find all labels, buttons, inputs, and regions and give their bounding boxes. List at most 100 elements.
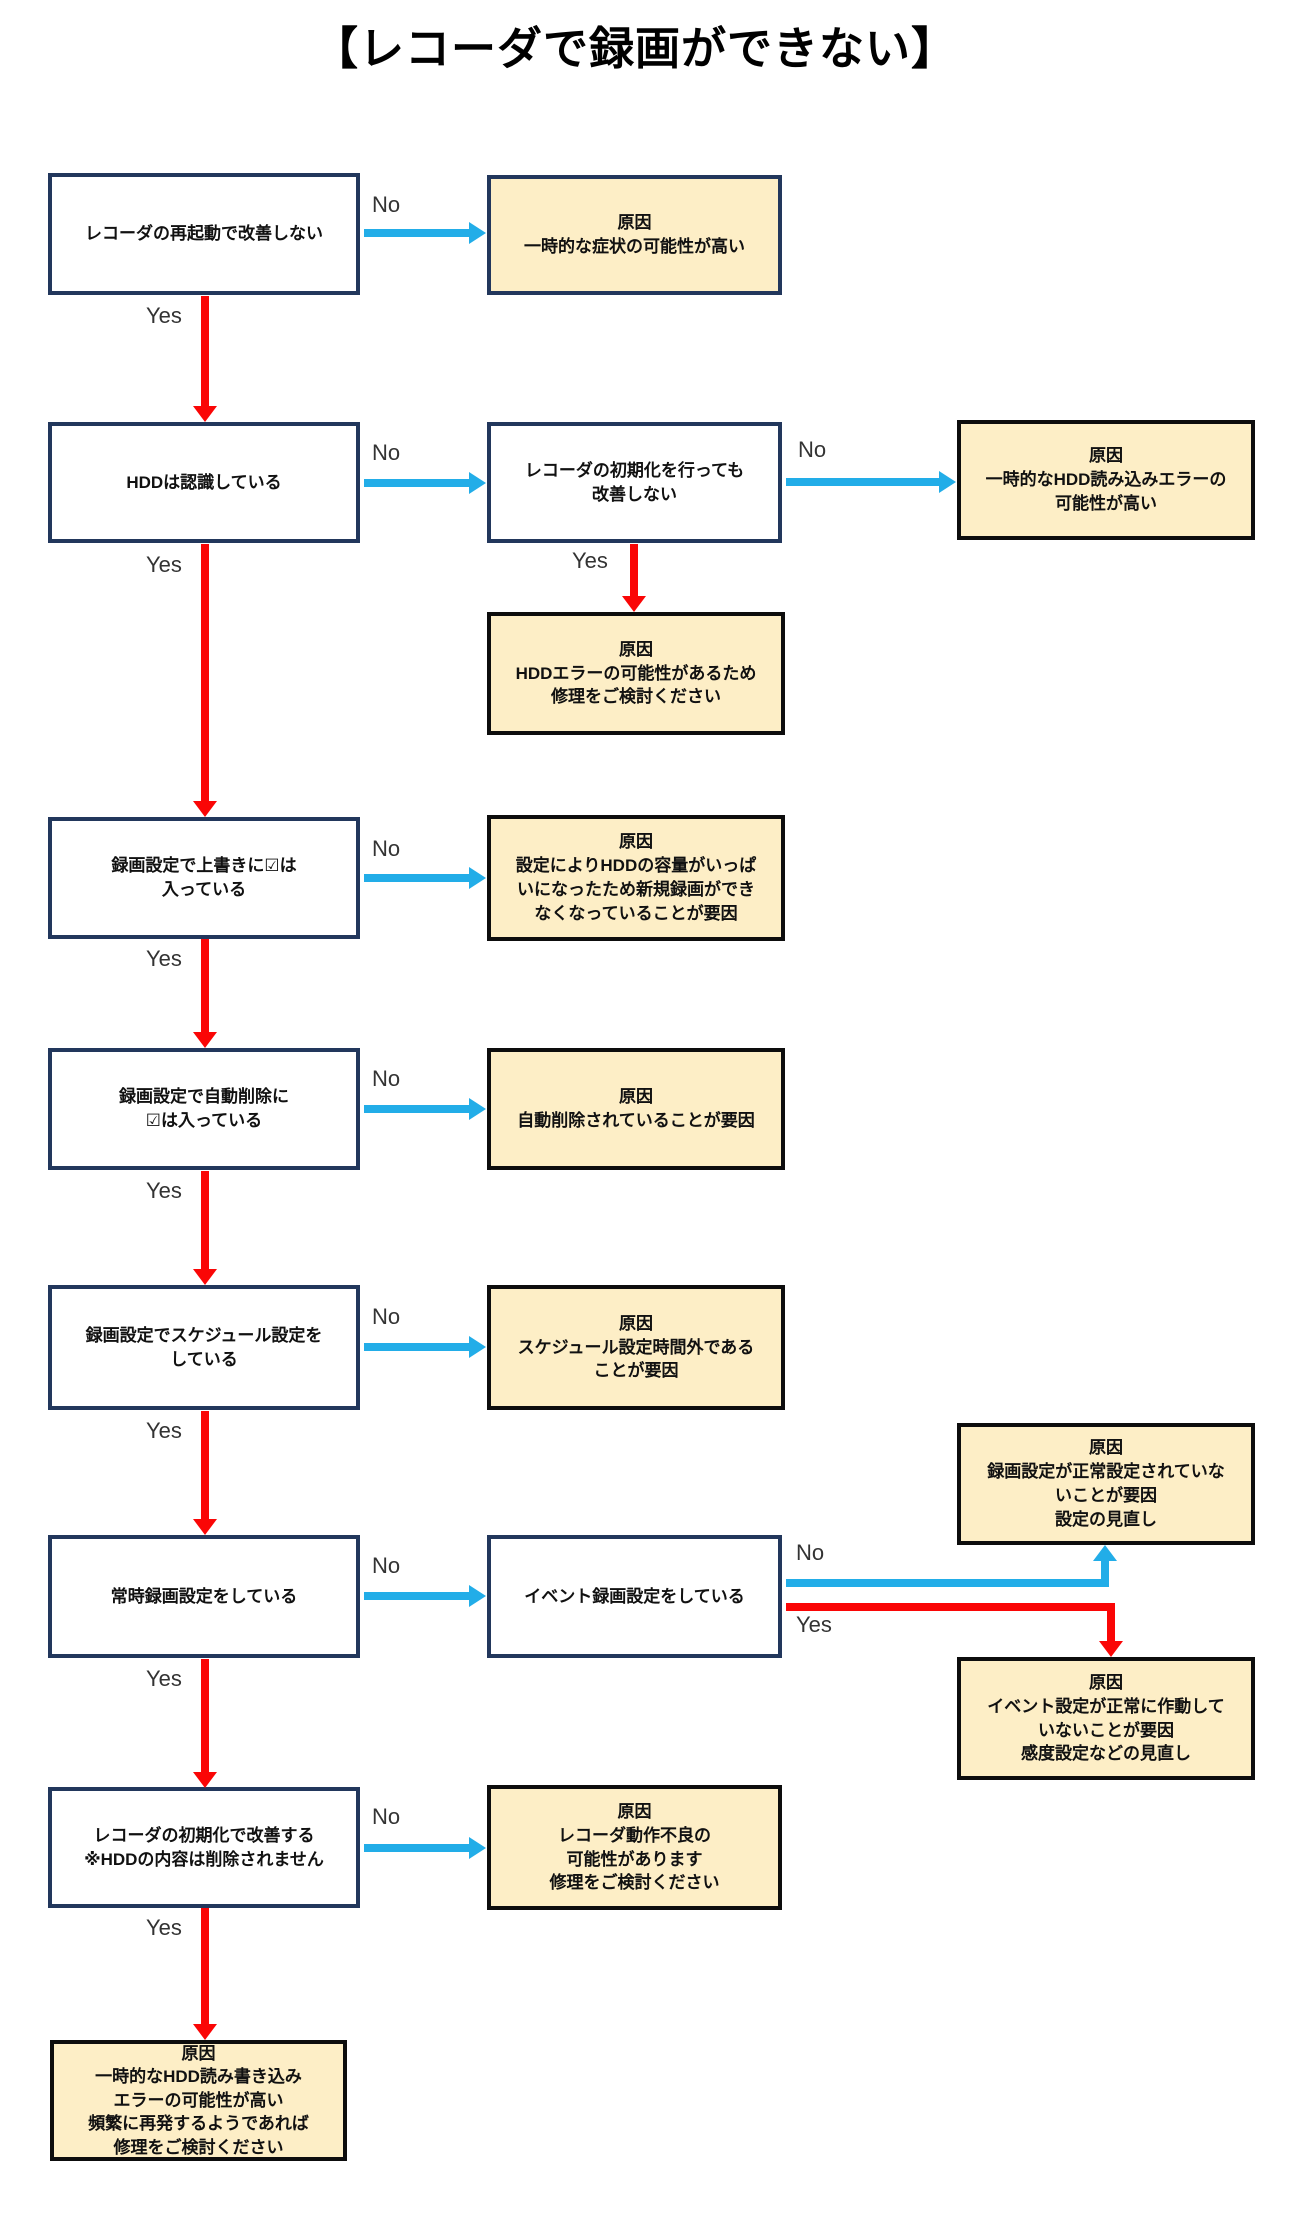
arrow-yes-q6b-c6b-head — [1099, 1641, 1123, 1657]
arrow-yes-q3-q4 — [201, 939, 209, 1032]
label-yes-q6: Yes — [146, 1666, 182, 1691]
arrow-no-q3-c3 — [364, 874, 469, 882]
label-yes-q5: Yes — [146, 1418, 182, 1443]
cause-recording-settings-invalid-line1: 原因 — [1089, 1438, 1123, 1458]
question-autodelete-checked-line2: ☑は入っている — [145, 1111, 263, 1130]
arrow-no-q5-c5 — [364, 1343, 469, 1351]
cause-recorder-malfunction-line1: 原因 — [617, 1801, 652, 1821]
label-yes-q3: Yes — [146, 946, 182, 971]
arrow-yes-q7-c8 — [201, 1908, 209, 2024]
question-autodelete-checked: 録画設定で自動削除に ☑は入っている — [48, 1048, 360, 1170]
arrow-yes-q2-q3 — [201, 544, 209, 801]
cause-recorder-malfunction-line2: レコーダ動作不良の — [558, 1825, 711, 1845]
label-yes-q7: Yes — [146, 1915, 182, 1940]
cause-hdd-error-repair-line3: 修理をご検討ください — [551, 687, 721, 707]
cause-recording-settings-invalid: 原因 録画設定が正常設定されていな いことが要因 設定の見直し — [957, 1423, 1255, 1545]
question-restart-no-improve: レコーダの再起動で改善しない — [48, 173, 360, 295]
label-no-q1: No — [372, 192, 401, 217]
cause-hdd-full-line4: なくなっていることが要因 — [534, 903, 738, 923]
arrow-yes-q4-q5 — [201, 1171, 209, 1269]
question-hdd-recognized-text: HDDは認識している — [126, 472, 282, 492]
question-event-recording: イベント録画設定をしている — [487, 1535, 782, 1658]
label-yes-q2: Yes — [146, 552, 182, 577]
cause-event-settings-not-working-line1: 原因 — [1089, 1672, 1123, 1692]
cause-hdd-error-repair-line1: 原因 — [619, 639, 653, 659]
cause-hdd-error-repair-line2: HDDエラーの可能性があるため — [515, 663, 757, 683]
page-title: 【レコーダで録画ができない】 — [312, 23, 957, 74]
arrow-no-q2b-c2 — [786, 478, 939, 486]
question-continuous-recording: 常時録画設定をしている — [48, 1535, 360, 1658]
cause-recording-settings-invalid-line2: 録画設定が正常設定されていな — [987, 1462, 1225, 1482]
cause-hdd-full-line2: 設定によりHDDの容量がいっぱ — [515, 856, 757, 876]
cause-temporary-hdd-read-error: 原因 一時的なHDD読み込みエラーの 可能性が高い — [957, 420, 1255, 540]
cause-temporary-symptom: 原因 一時的な症状の可能性が高い — [487, 175, 782, 295]
arrow-no-q4-c4 — [364, 1105, 469, 1113]
label-no-q6b: No — [796, 1540, 825, 1565]
question-init-no-improve: レコーダの初期化を行っても 改善しない — [487, 422, 782, 543]
cause-temporary-rw-error-line3: エラーの可能性が高い — [113, 2090, 284, 2110]
question-continuous-recording-text: 常時録画設定をしている — [110, 1586, 298, 1606]
arrow-yes-q6b-c6b-vseg — [1107, 1603, 1115, 1641]
cause-recording-settings-invalid-line3: いことが要因 — [1055, 1486, 1157, 1505]
cause-temporary-rw-error-line1: 原因 — [181, 2043, 216, 2063]
question-overwrite-checked-line2: 入っている — [161, 880, 247, 899]
question-init-improves-line2: ※HDDの内容は削除されません — [84, 1849, 324, 1869]
arrow-no-q1-c1 — [364, 229, 469, 237]
cause-temporary-rw-error: 原因 一時的なHDD読み書き込み エラーの可能性が高い 頻繁に再発するようであれ… — [50, 2040, 347, 2161]
arrow-no-q6b-c6a-hseg — [786, 1579, 1109, 1587]
question-schedule-set-line1: 録画設定でスケジュール設定を — [85, 1325, 323, 1345]
cause-outside-schedule-line3: ことが要因 — [593, 1361, 679, 1381]
cause-temporary-hdd-read-error-line2: 一時的なHDD読み込みエラーの — [985, 470, 1227, 490]
arrow-yes-q6-q7 — [201, 1659, 209, 1772]
label-no-q2b: No — [798, 437, 827, 462]
cause-event-settings-not-working-line4: 感度設定などの見直し — [1021, 1744, 1191, 1764]
cause-temporary-hdd-read-error-line1: 原因 — [1089, 446, 1123, 466]
question-init-improves: レコーダの初期化で改善する ※HDDの内容は削除されません — [48, 1787, 360, 1908]
arrow-yes-q2b-c2b — [630, 544, 638, 596]
label-yes-q6b: Yes — [796, 1612, 832, 1637]
question-schedule-set: 録画設定でスケジュール設定を している — [48, 1285, 360, 1410]
cause-hdd-error-repair: 原因 HDDエラーの可能性があるため 修理をご検討ください — [487, 612, 785, 735]
arrow-no-q6b-c6a-head — [1093, 1545, 1117, 1561]
label-no-q5: No — [372, 1304, 401, 1329]
question-init-no-improve-line2: 改善しない — [592, 484, 677, 504]
arrow-no-q7-c7 — [364, 1844, 469, 1852]
cause-temporary-rw-error-line2: 一時的なHDD読み書き込み — [95, 2067, 302, 2087]
label-yes-q4: Yes — [146, 1178, 182, 1203]
cause-event-settings-not-working: 原因 イベント設定が正常に作動して いないことが要因 感度設定などの見直し — [957, 1657, 1255, 1780]
cause-outside-schedule-line1: 原因 — [619, 1313, 653, 1333]
cause-temporary-rw-error-line5: 修理をご検討ください — [113, 2137, 284, 2157]
cause-temporary-symptom-line1: 原因 — [617, 213, 652, 233]
question-restart-no-improve-text: レコーダの再起動で改善しない — [85, 224, 323, 244]
arrow-yes-q6b-c6b-hseg — [786, 1603, 1115, 1611]
question-overwrite-checked: 録画設定で上書きに☑は 入っている — [48, 817, 360, 939]
question-init-no-improve-line1: レコーダの初期化を行っても — [524, 460, 745, 480]
arrow-no-q6b-c6a-vseg — [1101, 1561, 1109, 1587]
cause-outside-schedule-line2: スケジュール設定時間外である — [517, 1337, 755, 1357]
label-yes-q1: Yes — [146, 303, 182, 328]
arrow-no-q6-q6b — [364, 1592, 469, 1600]
cause-hdd-full-line1: 原因 — [619, 832, 653, 852]
label-no-q7: No — [372, 1804, 401, 1829]
cause-temporary-rw-error-line4: 頻繁に再発するようであれば — [88, 2114, 309, 2134]
cause-recording-settings-invalid-line4: 設定の見直し — [1055, 1509, 1157, 1529]
label-no-q6: No — [372, 1553, 401, 1578]
question-event-recording-text: イベント録画設定をしている — [524, 1586, 745, 1606]
label-no-q3: No — [372, 836, 401, 861]
question-hdd-recognized: HDDは認識している — [48, 422, 360, 543]
cause-hdd-full: 原因 設定によりHDDの容量がいっぱ いになったため新規録画ができ なくなってい… — [487, 815, 785, 941]
cause-auto-deleted-line2: 自動削除されていることが要因 — [517, 1111, 755, 1130]
arrow-yes-q5-q6 — [201, 1411, 209, 1519]
label-yes-q2b: Yes — [572, 548, 608, 573]
cause-temporary-symptom-line2: 一時的な症状の可能性が高い — [524, 237, 745, 256]
label-no-q4: No — [372, 1066, 401, 1091]
arrow-no-q2-q2b — [364, 479, 469, 487]
question-overwrite-checked-line1: 録画設定で上書きに☑は — [111, 856, 297, 876]
cause-event-settings-not-working-line3: いないことが要因 — [1038, 1720, 1174, 1740]
cause-auto-deleted-line1: 原因 — [619, 1087, 653, 1107]
question-init-improves-line1: レコーダの初期化で改善する — [93, 1825, 315, 1845]
label-no-q2: No — [372, 440, 401, 465]
cause-auto-deleted: 原因 自動削除されていることが要因 — [487, 1048, 785, 1170]
question-schedule-set-line2: している — [170, 1349, 238, 1369]
